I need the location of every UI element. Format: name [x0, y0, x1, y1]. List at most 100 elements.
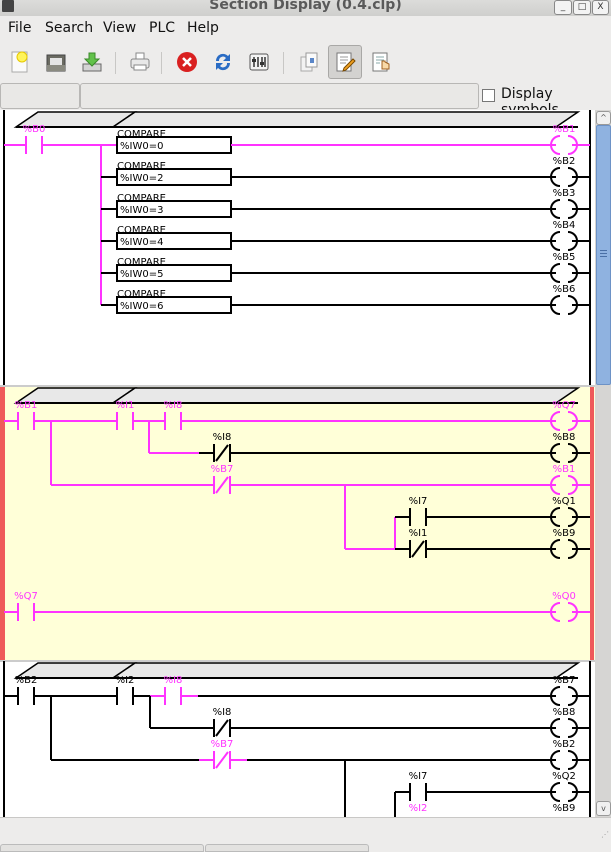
coil-b8-arc — [550, 443, 561, 463]
coil-b8-arc — [550, 718, 561, 738]
coil-q0-label: %Q0 — [552, 591, 576, 602]
edit-pencil-icon — [336, 52, 356, 72]
contact-b7-nc-slash — [215, 476, 229, 494]
contact-b7-nc-label: %B7 — [211, 464, 234, 475]
copy-pages-icon — [300, 52, 318, 72]
coil-q7-arc — [550, 411, 561, 431]
toolbar-separator — [161, 52, 162, 74]
rung-header-bar — [110, 111, 581, 128]
menu-search[interactable]: Search — [45, 20, 94, 36]
coil-q2-label: %Q2 — [552, 771, 576, 782]
hand-pointer-icon — [372, 52, 390, 72]
refresh-icon — [215, 53, 231, 71]
contact-i1-nc-label: %I1 — [409, 528, 428, 539]
compare-label: COMPARE — [117, 289, 166, 300]
menu-view[interactable]: View — [103, 20, 137, 36]
coil-b3-arc — [550, 199, 561, 219]
bottom-bar: ⋰ — [0, 817, 611, 852]
title-bar: Section Display (0.4.clp) _ □ X — [0, 0, 611, 16]
compare-expression: %IW0=6 — [120, 301, 163, 312]
open-button[interactable] — [42, 46, 70, 78]
coil-b1-arc — [550, 135, 561, 155]
scroll-thumb[interactable] — [596, 125, 611, 385]
coil-b3-label: %B3 — [553, 188, 576, 199]
coil-b4-label: %B4 — [553, 220, 576, 231]
coil-b5-arc — [550, 263, 561, 283]
print-icon — [130, 52, 150, 71]
coil-b4-arc — [550, 231, 561, 251]
coil-b1-label: %B1 — [553, 464, 576, 475]
coil-b8-label: %B8 — [553, 707, 576, 718]
toolbar — [0, 44, 611, 80]
coil-b7-label: %B7 — [553, 675, 576, 686]
configure-button[interactable] — [245, 46, 273, 78]
edit-button[interactable] — [328, 45, 362, 79]
rung-header-bar — [110, 662, 581, 679]
contact-b7-nc-label: %B7 — [211, 739, 234, 750]
contact-i8-nc-label: %I8 — [213, 432, 232, 443]
contact-i2-label: %I2 — [116, 675, 135, 686]
maximize-button[interactable]: □ — [573, 0, 591, 15]
selected-rung-right-border — [590, 386, 594, 661]
contact-i8-nc-label: %I8 — [213, 707, 232, 718]
coil-b5-label: %B5 — [553, 252, 576, 263]
contact-b0-label: %B0 — [23, 124, 46, 135]
coil-q1-arc — [550, 507, 561, 527]
refresh-button[interactable] — [209, 46, 237, 78]
coil-q0-arc — [550, 602, 561, 622]
coil-b1-label: %B1 — [553, 124, 576, 135]
coil-b6-arc — [550, 295, 561, 315]
rung-header-bar — [110, 387, 581, 404]
coil-b1-arc — [550, 475, 561, 495]
compare-label: COMPARE — [117, 257, 166, 268]
sections-button[interactable] — [295, 46, 323, 78]
window-title: Section Display (0.4.clp) — [209, 0, 402, 13]
compare-label: COMPARE — [117, 225, 166, 236]
stop-icon — [177, 52, 197, 72]
resize-grip[interactable]: ⋰ — [601, 830, 609, 839]
vertical-scrollbar[interactable]: ^ v — [595, 110, 611, 817]
compare-expression: %IW0=0 — [120, 141, 163, 152]
contact-i8-nc-slash — [215, 719, 229, 737]
contact-b1-label: %B1 — [15, 400, 38, 411]
menu-help[interactable]: Help — [187, 20, 219, 36]
contact-i1-label: %I1 — [116, 400, 135, 411]
menu-plc[interactable]: PLC — [149, 20, 176, 36]
contact-b2-label: %B2 — [15, 675, 38, 686]
contact-i7-label: %I7 — [409, 771, 428, 782]
contact-i2-nc-label: %I2 — [409, 803, 428, 814]
save-download-icon — [82, 52, 102, 72]
status-field-2 — [80, 83, 479, 109]
coil-b2-arc — [550, 167, 561, 187]
menu-file[interactable]: File — [8, 20, 32, 36]
app-icon — [2, 0, 14, 12]
print-button[interactable] — [126, 46, 154, 78]
inspect-button[interactable] — [367, 46, 395, 78]
contact-q7-label: %Q7 — [14, 591, 38, 602]
scroll-up-button[interactable]: ^ — [596, 111, 611, 125]
close-button[interactable]: X — [592, 0, 609, 15]
coil-b9-label: %B9 — [553, 803, 576, 814]
stop-button[interactable] — [173, 46, 201, 78]
display-symbols-checkbox[interactable] — [482, 89, 495, 102]
scroll-down-button[interactable]: v — [596, 801, 611, 816]
minimize-button[interactable]: _ — [554, 0, 572, 15]
coil-b2-label: %B2 — [553, 156, 576, 167]
open-folder-icon — [46, 54, 66, 72]
contact-i8-label: %I8 — [164, 675, 183, 686]
new-button[interactable] — [6, 46, 34, 78]
contact-i8-nc-slash — [215, 444, 229, 462]
selected-rung-left-border — [0, 386, 5, 661]
toolbar-separator — [115, 52, 116, 74]
compare-expression: %IW0=3 — [120, 205, 163, 216]
save-button[interactable] — [78, 46, 106, 78]
coil-q2-arc — [550, 782, 561, 802]
compare-label: COMPARE — [117, 193, 166, 204]
coil-b8-label: %B8 — [553, 432, 576, 443]
compare-expression: %IW0=5 — [120, 269, 163, 280]
coil-b9-label: %B9 — [553, 528, 576, 539]
coil-q7-label: %Q7 — [552, 400, 576, 411]
contact-i8-label: %I8 — [164, 400, 183, 411]
